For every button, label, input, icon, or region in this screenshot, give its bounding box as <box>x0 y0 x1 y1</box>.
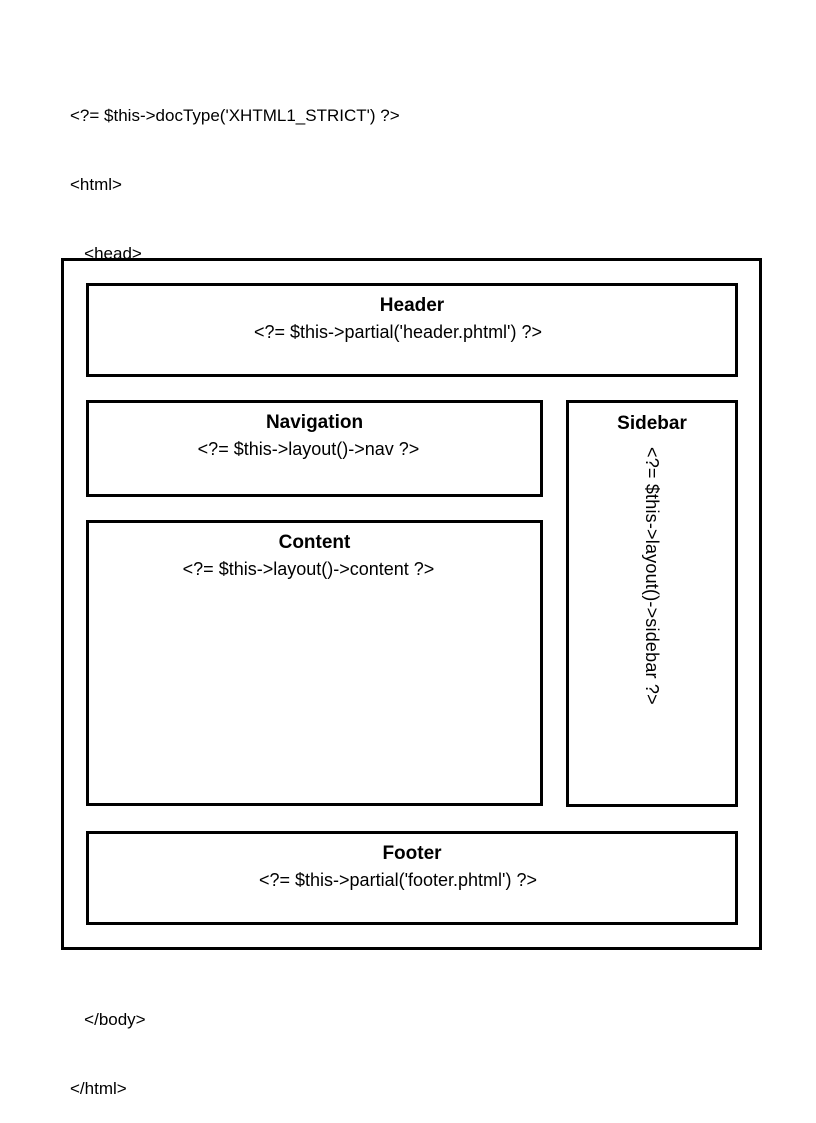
code-line: <?= $this->docType('XHTML1_STRICT') ?> <box>70 106 400 125</box>
header-box: Header <?= $this->partial('header.phtml'… <box>86 283 738 377</box>
code-line: <html> <box>70 175 122 194</box>
layout-frame: Header <?= $this->partial('header.phtml'… <box>61 258 762 950</box>
content-box: Content <?= $this->layout()->content ?> <box>86 520 543 806</box>
sidebar-box-code: <?= $this->layout()->sidebar ?> <box>642 447 662 705</box>
footer-box-title: Footer <box>382 843 442 864</box>
code-line: </html> <box>70 1079 127 1098</box>
navigation-box-title: Navigation <box>265 412 364 433</box>
sidebar-box-title: Sidebar <box>617 413 687 434</box>
content-box-code: <?= $this->layout()->content ?> <box>182 559 435 579</box>
sidebar-vertical-code-wrap: <?= $this->layout()->sidebar ?> <box>569 447 735 800</box>
header-box-title: Header <box>379 295 445 316</box>
header-box-code: <?= $this->partial('header.phtml') ?> <box>253 322 543 342</box>
footer-box: Footer <?= $this->partial('footer.phtml'… <box>86 831 738 925</box>
navigation-box-code: <?= $this->layout()->nav ?> <box>197 439 420 459</box>
sidebar-box: Sidebar <?= $this->layout()->sidebar ?> <box>566 400 738 807</box>
footer-box-code: <?= $this->partial('footer.phtml') ?> <box>258 870 538 890</box>
content-box-title: Content <box>278 532 351 553</box>
code-block-bottom: </body> </html> <box>70 962 146 1123</box>
navigation-box: Navigation <?= $this->layout()->nav ?> <box>86 400 543 497</box>
code-line: </body> <box>70 1010 146 1029</box>
